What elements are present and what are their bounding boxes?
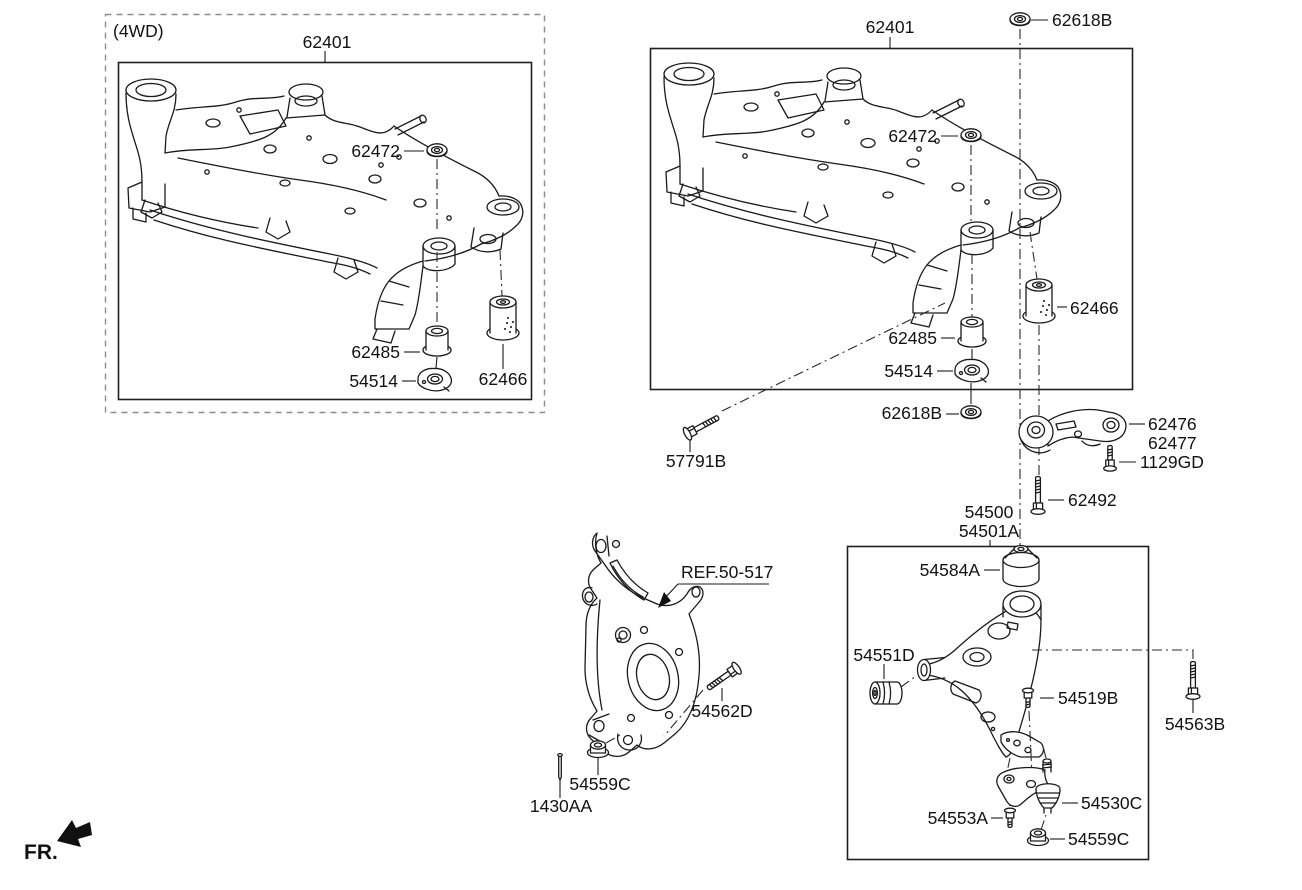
part-nut-62472 [960,128,982,143]
callout-54500[interactable]: 54500 [965,502,1014,522]
part-nut-62618b-upper [1009,12,1031,27]
callout-62477[interactable]: 62477 [1148,433,1197,453]
knuckle-drawing [581,532,704,758]
lower-arm-frame [846,545,1150,861]
callout-62472[interactable]: 62472 [888,126,937,146]
part-bolt-1129gd [1103,444,1117,472]
callout-62492[interactable]: 62492 [1068,490,1117,510]
callout-62485[interactable]: 62485 [888,328,937,348]
callout-54501a[interactable]: 54501A [959,521,1020,541]
awd-variant-tag: (4WD) [113,21,164,41]
callout-62476[interactable]: 62476 [1148,414,1197,434]
callout-1430aa[interactable]: 1430AA [530,796,593,816]
part-nut-54559c-knuckle [586,740,610,759]
fr-direction-label: FR. [24,841,58,864]
callout-62618b-upper[interactable]: 62618B [1052,10,1112,30]
callout-54530c[interactable]: 54530C [1081,793,1142,813]
part-bushing-54584a [1002,544,1040,588]
callout-57791b[interactable]: 57791B [666,451,726,471]
lower-arm-drawing [916,590,1045,758]
callout-1129gd[interactable]: 1129GD [1140,452,1204,472]
callout-54563b[interactable]: 54563B [1165,714,1225,734]
callout-62618b-lower[interactable]: 62618B [882,403,942,423]
part-stopper-54514-awd [417,367,453,392]
part-bolt-57791b [681,410,723,442]
callout-54559c-arm[interactable]: 54559C [1068,829,1129,849]
fr-direction-arrow-icon [57,820,92,847]
callout-54514-awd[interactable]: 54514 [349,371,398,391]
callout-54562d[interactable]: 54562D [691,701,752,721]
part-bushing-62485 [957,316,987,348]
part-bushing-62485-awd [422,325,452,357]
part-stay-bracket-62476 [1018,408,1127,454]
part-ball-joint-54530c [996,758,1061,814]
main-crossmember-frame [649,47,1134,391]
crossmember-drawing-4wd [125,78,524,344]
ref-arrowhead-icon [658,592,671,608]
callout-62401-awd[interactable]: 62401 [303,32,352,52]
callout-54514[interactable]: 54514 [884,361,933,381]
part-bushing-62466 [1022,278,1056,324]
part-nut-54559c-arm [1026,828,1050,847]
part-bolt-54563b [1185,660,1201,700]
callout-54553a[interactable]: 54553A [928,808,989,828]
awd-variant-box [104,13,546,414]
part-bolt-62492 [1030,475,1046,515]
part-stopper-54514 [954,358,990,383]
part-nut-62472-awd [426,143,448,158]
part-nut-62618b-lower [960,405,982,420]
callout-54551d[interactable]: 54551D [853,645,914,665]
reference-lines [436,29,1194,831]
leader-lines [324,19,1194,840]
callout-62401[interactable]: 62401 [866,17,915,37]
callout-62466-awd[interactable]: 62466 [479,369,528,389]
callout-62485-awd[interactable]: 62485 [351,342,400,362]
callout-62466[interactable]: 62466 [1070,298,1119,318]
part-bolt-54562d [703,660,744,695]
callout-54519b[interactable]: 54519B [1058,688,1118,708]
crossmember-drawing [663,62,1062,328]
callout-54584a[interactable]: 54584A [920,560,981,580]
callout-ref-50-517[interactable]: REF.50-517 [681,562,773,582]
part-pin-1430aa [557,752,563,781]
callout-62472-awd[interactable]: 62472 [351,141,400,161]
callout-54559c-knuckle[interactable]: 54559C [569,774,630,794]
part-bushing-62466-awd [486,295,520,341]
part-bolt-54553a [1003,807,1017,828]
part-bushing-54551d [869,681,903,705]
